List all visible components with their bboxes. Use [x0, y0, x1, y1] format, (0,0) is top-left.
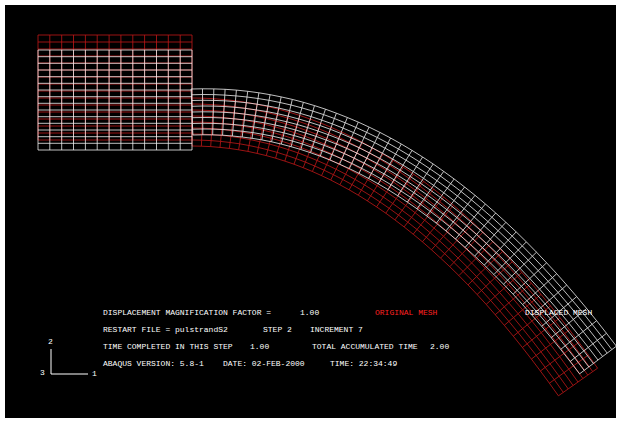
axis-triad — [51, 349, 88, 374]
plot-info-text: DISPLACEMENT MAGNIFICATION FACTOR = — [103, 308, 271, 318]
date-text: DATE: 02-FEB-2000 — [223, 359, 305, 369]
original-mesh-key: ORIGINAL MESH — [375, 308, 437, 318]
increment-text: INCREMENT 7 — [310, 325, 363, 335]
axis-label: 3 — [40, 368, 45, 378]
total-time-value: 2.00 — [430, 342, 449, 352]
magnification-value: 1.00 — [300, 308, 319, 318]
plot-background — [5, 5, 616, 418]
step-time-text: TIME COMPLETED IN THIS STEP — [103, 342, 233, 352]
displaced-mesh-key: DISPLACED MESH — [525, 308, 592, 318]
original-mesh — [38, 35, 598, 396]
restart-file-text: RESTART FILE = pulstrandS2 — [103, 325, 228, 335]
mesh-line — [38, 50, 192, 150]
clock-text: TIME: 22:34:49 — [330, 359, 397, 369]
total-time-text: TOTAL ACCUMULATED TIME — [312, 342, 418, 352]
mesh-line — [38, 35, 192, 140]
mesh-line — [192, 98, 598, 396]
step-text: STEP 2 — [263, 325, 292, 335]
version-text: ABAQUS VERSION: 5.8-1 — [103, 359, 204, 369]
mesh-line — [191, 89, 616, 374]
axis-label: 2 — [48, 337, 53, 347]
displaced-mesh — [38, 50, 616, 374]
step-time-value: 1.00 — [250, 342, 269, 352]
axis-label: 1 — [92, 369, 97, 379]
